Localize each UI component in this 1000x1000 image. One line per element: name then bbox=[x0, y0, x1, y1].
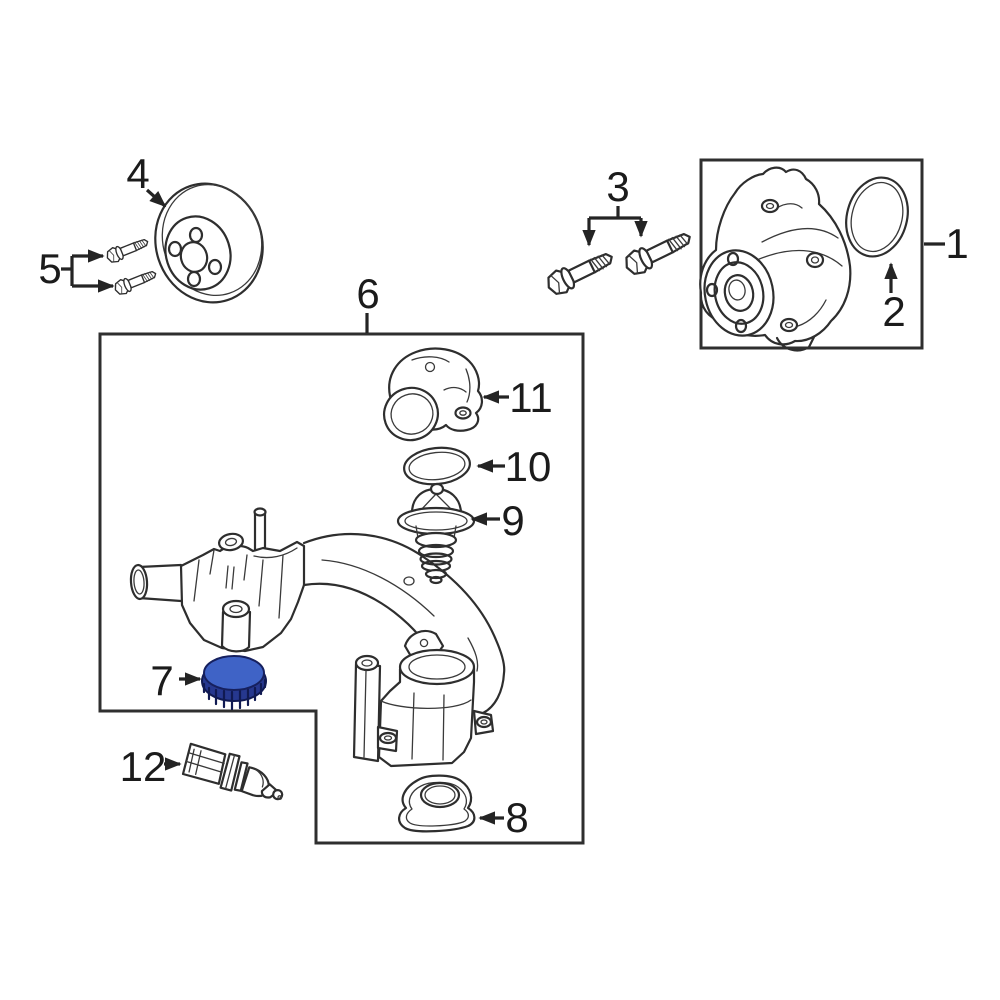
water-outlet bbox=[383, 347, 483, 442]
callout-label-9: 9 bbox=[501, 497, 524, 544]
callout-label-4: 4 bbox=[126, 150, 149, 197]
thermostat-assembly-box bbox=[98, 332, 585, 845]
callout-label-1: 1 bbox=[945, 220, 968, 267]
callout-label-5: 5 bbox=[38, 245, 61, 292]
leader-5-bracket bbox=[61, 256, 74, 286]
callout-label-2: 2 bbox=[882, 288, 905, 335]
pump-bolt-left bbox=[542, 244, 619, 300]
callout-label-7: 7 bbox=[150, 657, 173, 704]
pulley-bolt-lower bbox=[111, 266, 160, 298]
thermostat bbox=[396, 482, 476, 585]
pump-bolt-right bbox=[620, 224, 697, 280]
water-pump-bolts bbox=[542, 224, 697, 300]
pulley-bolt-upper bbox=[103, 234, 152, 266]
water-pump-group-box bbox=[699, 158, 924, 350]
water-pump-oring bbox=[845, 176, 909, 258]
leader-4 bbox=[145, 188, 167, 208]
water-pump bbox=[699, 166, 852, 352]
leader-3-bracket bbox=[589, 206, 641, 220]
callout-label-10: 10 bbox=[505, 443, 552, 490]
thermostat-housing-lower bbox=[352, 648, 495, 768]
callout-label-6: 6 bbox=[356, 270, 379, 317]
water-outlet-oring bbox=[403, 446, 471, 486]
water-pump-pulley bbox=[154, 182, 264, 304]
callout-label-11: 11 bbox=[509, 374, 553, 421]
coolant-temp-sensor bbox=[181, 742, 284, 801]
callout-leaders bbox=[61, 188, 945, 825]
callout-label-8: 8 bbox=[505, 794, 528, 841]
thermostat-housing-upper bbox=[129, 507, 306, 653]
housing-gasket bbox=[398, 774, 476, 833]
callout-label-12: 12 bbox=[120, 743, 167, 790]
callout-label-3: 3 bbox=[606, 163, 629, 210]
housing-seal-highlighted bbox=[201, 655, 267, 711]
